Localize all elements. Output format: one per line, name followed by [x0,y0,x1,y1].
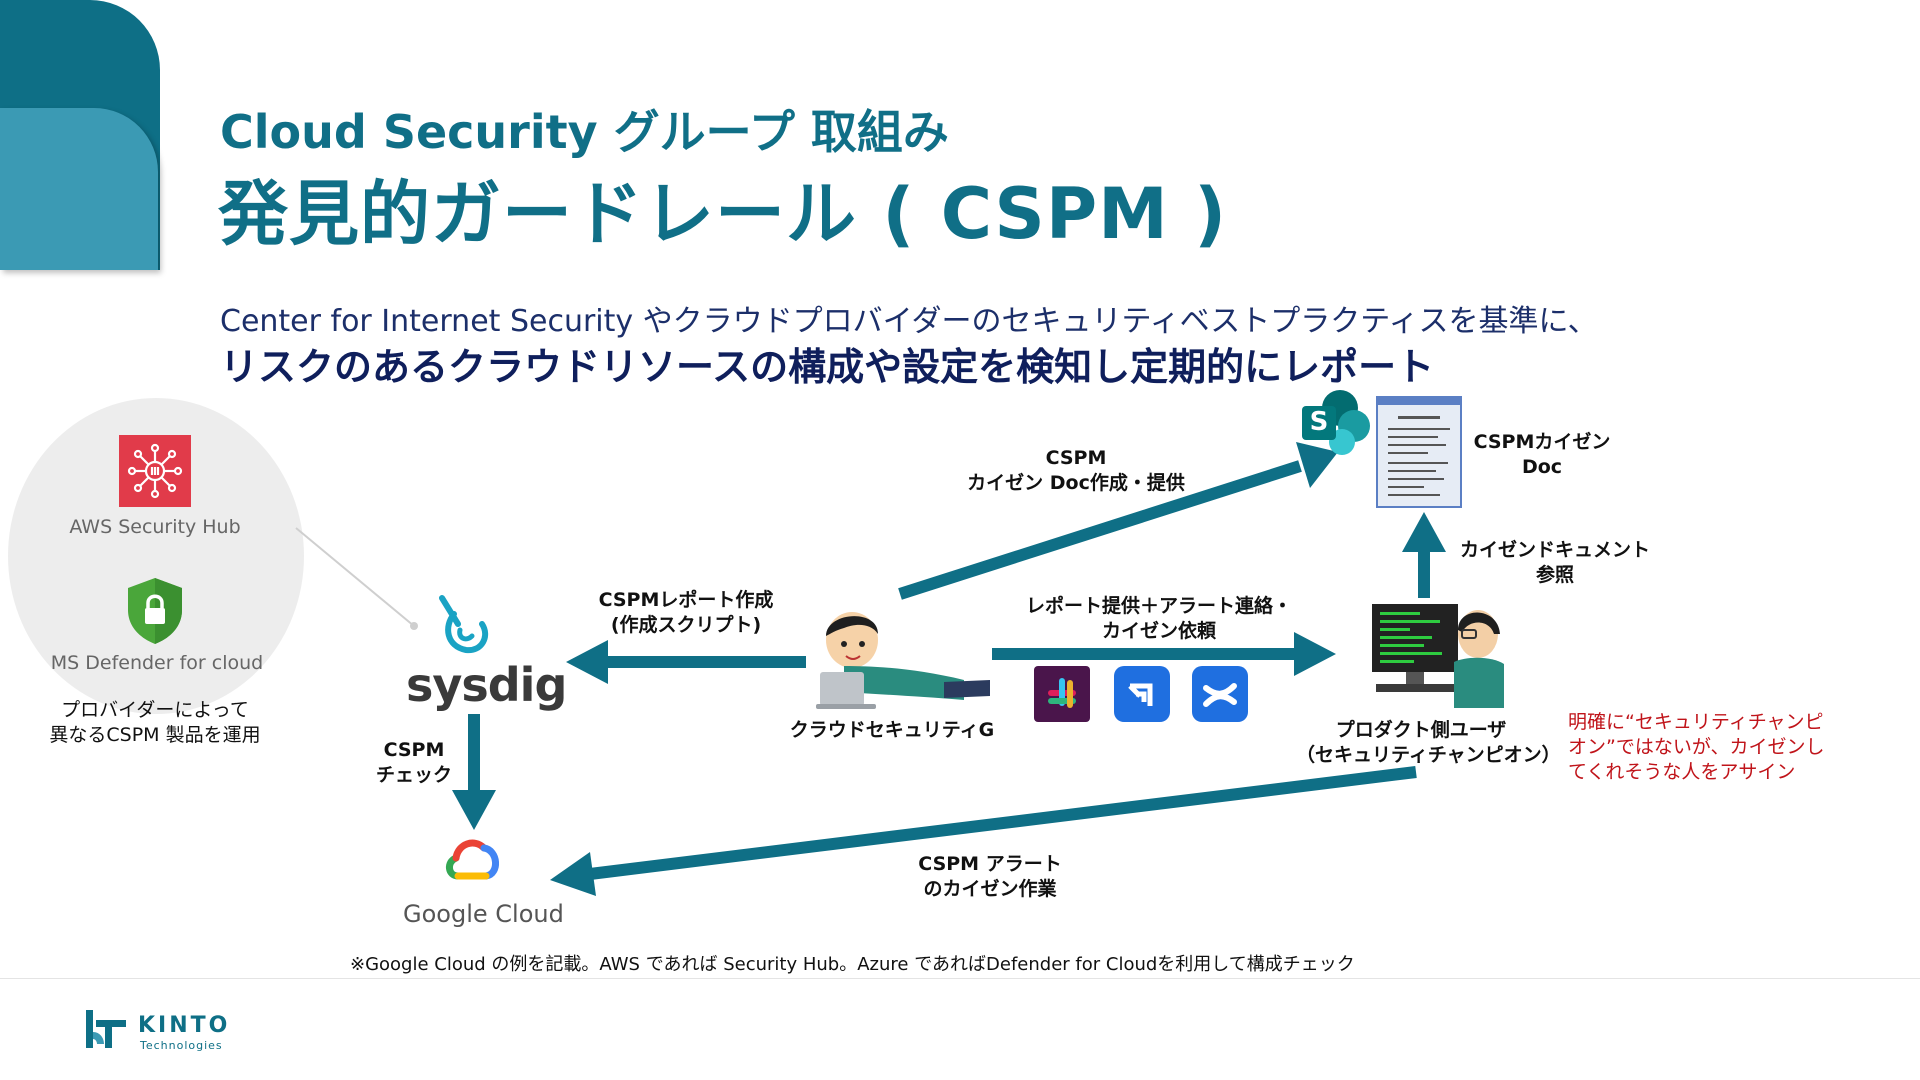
kaizen-doc-label: CSPMカイゼン Doc [1462,430,1622,480]
product-user-label-line-1: プロダクト側ユーザ [1335,719,1507,741]
edge-label-doc-create: CSPM カイゼン Doc作成・提供 [956,446,1196,496]
provider-connector-line [295,527,415,627]
kinto-logo-icon [84,1008,130,1054]
footnote: ※Google Cloud の例を記載。AWS であれば Security Hu… [350,954,1355,975]
champion-note-line-3: てくれそうな人をアサイン [1568,761,1796,783]
corner-decoration-light [0,108,158,270]
arrow-to-doc [898,460,1302,600]
edge-label-report-create-line-2: (作成スクリプト) [610,614,762,636]
edge-label-report-create: CSPMレポート作成 (作成スクリプト) [586,588,786,638]
cloud-security-person-icon [814,604,994,718]
confluence-icon [1192,666,1248,722]
google-cloud-node-label: Google Cloud [403,900,564,928]
edge-label-report-alert-line-1: レポート提供＋アラート連絡・ [1025,595,1292,617]
ms-defender-shield-icon [124,576,186,650]
edge-label-report-alert-line-2: カイゼン依頼 [1101,620,1216,642]
arrow-to-doc-ref-head [1402,512,1446,552]
edge-label-alert-fix: CSPM アラート のカイゼン作業 [900,852,1080,902]
arrow-alert-fix [589,766,1417,880]
aws-security-hub-icon [119,435,191,507]
sysdig-node-label: sysdig [406,658,567,712]
sharepoint-letter: S [1309,407,1329,437]
slide-title-top: Cloud Security グループ 取組み [220,105,949,159]
arrow-to-google-cloud-head [452,790,496,830]
champion-note-line-2: オン”ではないが、カイゼンし [1568,736,1825,758]
champion-note: 明確に“セキュリティチャンピ オン”ではないが、カイゼンし てくれそうな人をアサ… [1568,710,1824,785]
jira-icon [1114,666,1170,722]
aws-security-hub-label: AWS Security Hub [69,516,241,538]
intro-line-1: Center for Internet Security やクラウドプロバイダー… [220,304,1598,339]
edge-label-alert-fix-line-1: CSPM アラート [918,853,1062,875]
provider-note: プロバイダーによって 異なるCSPM 製品を運用 [30,698,280,748]
arrow-alert-fix-head [550,852,596,896]
ms-defender-label: MS Defender for cloud [50,652,264,674]
product-user-label-line-2: （セキュリティチャンピオン） [1296,744,1561,766]
provider-note-line-2: 異なるCSPM 製品を運用 [49,724,261,746]
product-user-person-icon [1366,600,1506,714]
arrow-to-doc-head [1296,442,1338,488]
google-cloud-logo-icon [444,836,500,886]
edge-label-report-create-line-1: CSPMレポート作成 [598,589,774,611]
intro-line-2: リスクのあるクラウドリソースの構成や設定を検知し定期的にレポート [220,345,1435,389]
footer-brand-sub: Technologies [140,1039,223,1052]
edge-label-alert-fix-line-2: のカイゼン作業 [923,878,1057,900]
slide-title-main: 発見的ガードレール ( CSPM ) [218,173,1228,255]
kaizen-document-icon [1376,396,1462,512]
provider-note-line-1: プロバイダーによって [61,699,249,721]
edge-label-cspm-check-line-1: CSPM [383,739,445,761]
edge-label-doc-ref-line-1: カイゼンドキュメント [1459,539,1650,561]
provider-connector-dot [410,622,418,630]
arrow-to-product-user-head [1294,632,1336,676]
champion-note-line-1: 明確に“セキュリティチャンピ [1568,711,1824,733]
edge-label-cspm-check: CSPM チェック [364,738,464,788]
kaizen-doc-label-line-2: Doc [1521,456,1563,478]
edge-label-report-alert: レポート提供＋アラート連絡・ カイゼン依頼 [1004,594,1314,644]
edge-label-doc-ref: カイゼンドキュメント 参照 [1450,538,1660,588]
kaizen-doc-label-line-1: CSPMカイゼン [1473,431,1611,453]
sharepoint-icon: S [1300,388,1376,462]
slack-icon [1034,666,1090,722]
product-user-label: プロダクト側ユーザ （セキュリティチャンピオン） [1296,718,1561,768]
footer-brand: KINTO [138,1013,231,1038]
edge-label-doc-create-line-2: カイゼン Doc作成・提供 [967,472,1185,494]
edge-label-doc-ref-line-2: 参照 [1535,564,1574,586]
edge-label-cspm-check-line-2: チェック [375,764,452,786]
arrow-to-sysdig-head [566,640,608,684]
edge-label-doc-create-line-1: CSPM [1045,447,1107,469]
footer-divider [0,978,1920,979]
cloud-security-g-label: クラウドセキュリティG [789,719,995,741]
sysdig-logo-icon [436,594,496,660]
